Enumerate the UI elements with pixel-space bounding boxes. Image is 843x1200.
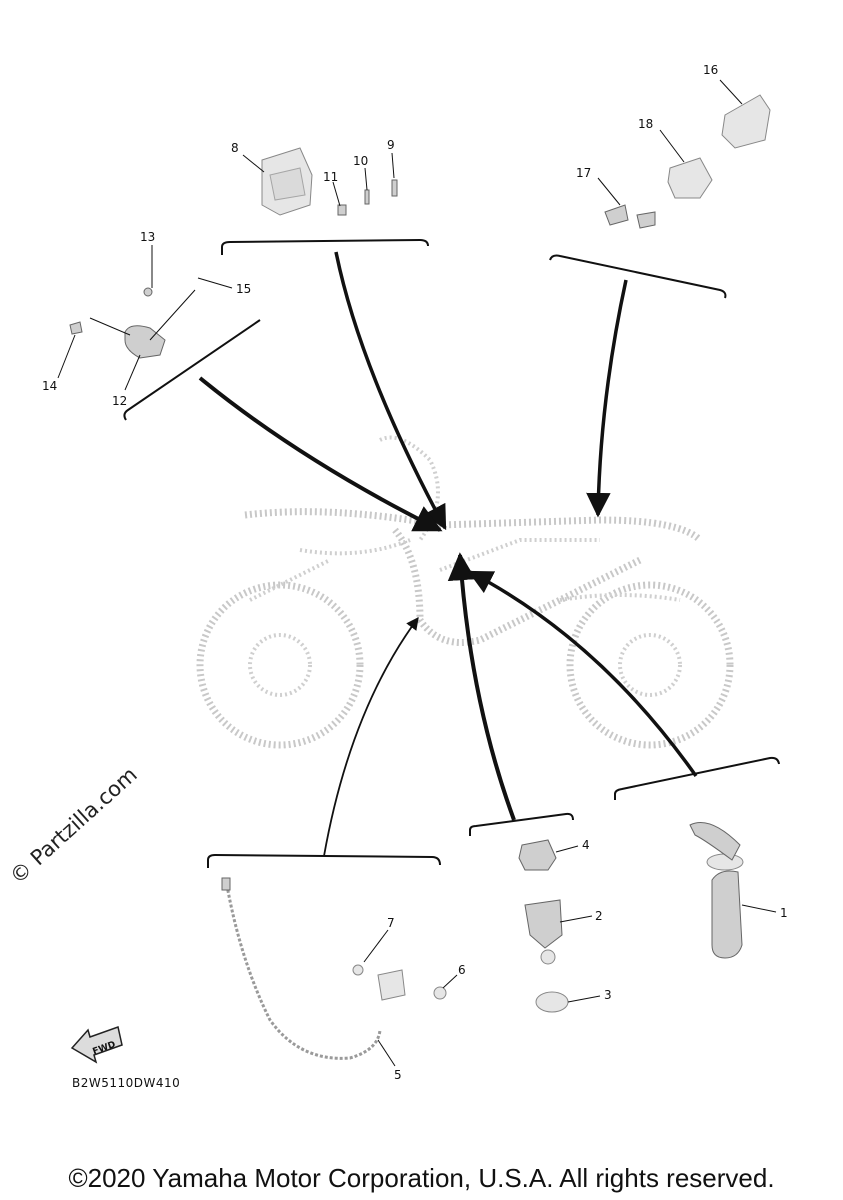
callout-11: 11 <box>323 170 338 184</box>
motorcycle-ghost-outline <box>196 435 734 749</box>
part-bolt-6 <box>433 986 447 1000</box>
part-throttle-housing-8 <box>261 147 313 216</box>
callout-5: 5 <box>394 1068 402 1082</box>
callout-7: 7 <box>387 916 395 930</box>
callout-4: 4 <box>582 838 590 852</box>
partzilla-watermark: © Partzilla.com <box>5 762 141 888</box>
part-screw-11 <box>337 204 347 216</box>
callout-frame-throttle-cable <box>207 616 441 868</box>
callout-17: 17 <box>576 166 591 180</box>
diagram-code: B2W5110DW410 <box>72 1076 180 1090</box>
callout-10: 10 <box>353 154 368 168</box>
callout-8: 8 <box>231 141 239 155</box>
callout-12: 12 <box>112 394 127 408</box>
callout-frame-grip <box>467 570 780 800</box>
part-nut-4 <box>518 839 557 871</box>
part-bolt-17 <box>604 204 656 229</box>
part-screw-10 <box>364 189 370 205</box>
part-clip-14 <box>69 321 83 335</box>
callout-frame-grip-cover <box>549 254 727 518</box>
part-screw-9 <box>391 179 398 197</box>
part-grip-1 <box>689 822 744 959</box>
callout-18: 18 <box>638 117 653 131</box>
part-grip-end-2 <box>524 899 563 965</box>
callout-13: 13 <box>140 230 155 244</box>
callout-15: 15 <box>236 282 251 296</box>
part-cap-3 <box>535 991 569 1013</box>
leader-lines <box>57 79 777 1067</box>
fwd-arrow-icon: FWD <box>70 1026 123 1064</box>
callout-3: 3 <box>604 988 612 1002</box>
callout-9: 9 <box>387 138 395 152</box>
callout-frame-throttle-housing <box>221 238 447 531</box>
part-cover-16 <box>721 94 771 149</box>
part-holder-7 <box>352 964 406 1001</box>
copyright-notice: ©2020 Yamaha Motor Corporation, U.S.A. A… <box>68 1163 775 1193</box>
part-pin-15 <box>149 289 196 341</box>
part-cap-18 <box>667 157 713 199</box>
part-throttle-cable-5 <box>221 877 382 1060</box>
callout-6: 6 <box>458 963 466 977</box>
callout-1: 1 <box>780 906 788 920</box>
callout-2: 2 <box>595 909 603 923</box>
callout-frame-switch <box>123 319 443 532</box>
part-switch-12 <box>89 317 166 359</box>
callout-16: 16 <box>703 63 718 77</box>
callout-14: 14 <box>42 379 57 393</box>
part-screw-13 <box>143 287 153 297</box>
callout-frame-grip-parts <box>447 552 574 836</box>
